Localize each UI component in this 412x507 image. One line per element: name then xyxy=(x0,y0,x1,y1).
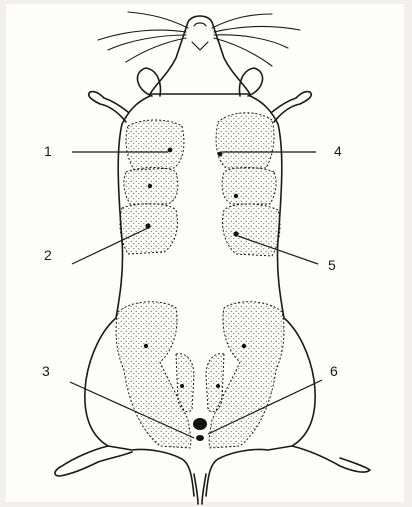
label-3: 3 xyxy=(42,364,50,378)
right-ear xyxy=(240,68,263,96)
left-ear xyxy=(137,68,160,96)
tail xyxy=(194,474,206,504)
label-4: 4 xyxy=(334,144,342,158)
gland-region-right-2 xyxy=(222,168,276,205)
gland-region-left-3 xyxy=(120,204,178,254)
anus xyxy=(196,435,204,441)
label-1: 1 xyxy=(44,144,52,158)
gland-region-inguinal-left xyxy=(176,354,194,412)
gland-region-inguinal-right xyxy=(206,354,224,412)
right-forelimb xyxy=(272,92,311,122)
label-6: 6 xyxy=(330,364,338,378)
genital-papilla xyxy=(193,418,207,430)
right-hind-foot xyxy=(292,446,370,472)
left-forelimb xyxy=(89,92,128,122)
gland-region-left-1 xyxy=(126,120,184,170)
label-2: 2 xyxy=(44,248,52,262)
label-5: 5 xyxy=(328,258,336,272)
gland-region-right-1 xyxy=(216,113,274,168)
left-hind-foot xyxy=(55,446,132,476)
whiskers xyxy=(98,12,300,66)
